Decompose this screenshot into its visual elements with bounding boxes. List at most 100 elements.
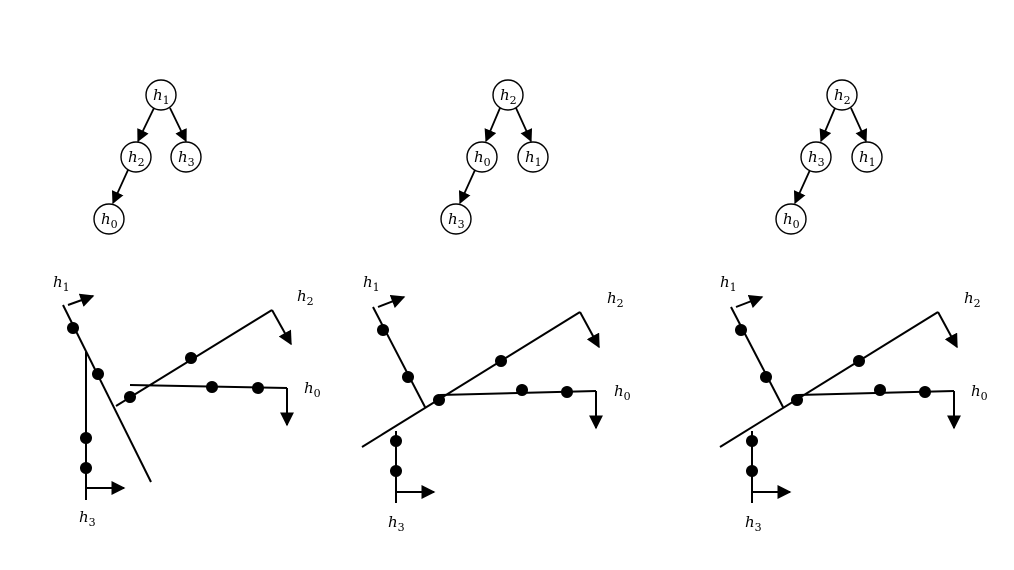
node-label: h xyxy=(178,148,188,166)
tree-1: h1 h2 h3 h0 xyxy=(93,79,202,235)
data-point xyxy=(252,382,264,394)
line-label-h1: h1 xyxy=(53,273,70,294)
node-label: h xyxy=(859,148,869,166)
tree-edge xyxy=(850,107,868,143)
normal-arrow-h1 xyxy=(735,294,764,309)
node-label: h xyxy=(128,148,138,166)
node-label: h xyxy=(808,148,818,166)
data-point xyxy=(377,324,389,336)
tree-node-right: h1 xyxy=(851,141,883,173)
normal-arrow-h1 xyxy=(377,294,406,309)
node-label: h xyxy=(153,86,163,104)
svg-text:h0: h0 xyxy=(101,210,118,231)
node-subscript: 0 xyxy=(793,218,800,231)
tree-edge xyxy=(484,107,501,143)
partition-2: h1 h2 h0 h3 xyxy=(361,273,631,534)
partition-3: h1 h2 h0 h3 xyxy=(719,273,988,534)
split-line-h1 xyxy=(372,306,426,408)
svg-text:h2: h2 xyxy=(500,86,517,107)
split-line-h1 xyxy=(62,304,152,483)
node-subscript: 1 xyxy=(869,156,876,169)
split-line-h2 xyxy=(361,311,581,448)
panel-1: h1 h2 h3 h0 xyxy=(53,79,321,529)
svg-text:h3: h3 xyxy=(448,210,465,231)
data-point xyxy=(185,352,197,364)
data-point xyxy=(402,371,414,383)
node-subscript: 1 xyxy=(535,156,542,169)
normal-arrow-h2 xyxy=(937,311,958,349)
node-subscript: 3 xyxy=(188,156,195,169)
tree-node-leaf: h3 xyxy=(440,203,472,235)
node-subscript: 2 xyxy=(844,94,851,107)
line-label-h3: h3 xyxy=(388,513,405,534)
data-point xyxy=(67,322,79,334)
tree-2: h2 h0 h1 h3 xyxy=(440,79,549,235)
line-label-h2: h2 xyxy=(607,289,624,310)
data-point xyxy=(206,381,218,393)
split-line-h1 xyxy=(730,306,784,408)
svg-text:h2: h2 xyxy=(834,86,851,107)
tree-edge xyxy=(458,169,476,205)
data-point xyxy=(516,384,528,396)
node-subscript: 0 xyxy=(111,218,118,231)
tree-edge xyxy=(111,169,129,205)
data-point xyxy=(853,355,865,367)
node-label: h xyxy=(500,86,510,104)
node-subscript: 3 xyxy=(458,218,465,231)
data-point xyxy=(124,391,136,403)
node-subscript: 2 xyxy=(138,156,145,169)
normal-arrow-h2 xyxy=(271,309,292,346)
data-point xyxy=(390,435,402,447)
line-label-h3: h3 xyxy=(745,513,762,534)
tree-edge xyxy=(793,169,811,205)
node-label: h xyxy=(834,86,844,104)
node-label: h xyxy=(783,210,793,228)
node-label: h xyxy=(448,210,458,228)
data-point xyxy=(760,371,772,383)
tree-node-root: h2 xyxy=(492,79,524,111)
panel-2: h2 h0 h1 h3 xyxy=(361,79,631,534)
node-label: h xyxy=(101,210,111,228)
node-subscript: 3 xyxy=(818,156,825,169)
data-point xyxy=(746,465,758,477)
data-point xyxy=(433,394,445,406)
tree-node-right: h3 xyxy=(170,141,202,173)
tree-node-right: h1 xyxy=(517,141,549,173)
data-point xyxy=(390,465,402,477)
data-point xyxy=(561,386,573,398)
line-label-h0: h0 xyxy=(304,379,321,400)
line-label-h2: h2 xyxy=(297,287,314,308)
tree-edge xyxy=(137,107,155,143)
svg-text:h0: h0 xyxy=(783,210,800,231)
svg-text:h2: h2 xyxy=(128,148,145,169)
svg-text:h1: h1 xyxy=(525,148,542,169)
line-label-h3: h3 xyxy=(79,508,96,529)
line-label-h2: h2 xyxy=(964,289,981,310)
node-label: h xyxy=(474,148,484,166)
tree-node-leaf: h0 xyxy=(775,203,807,235)
tree-node-leaf: h0 xyxy=(93,203,125,235)
tree-node-left: h3 xyxy=(800,141,832,173)
data-point xyxy=(80,432,92,444)
data-point xyxy=(746,435,758,447)
node-subscript: 1 xyxy=(163,94,170,107)
node-subscript: 2 xyxy=(510,94,517,107)
tree-node-left: h0 xyxy=(466,141,498,173)
data-point xyxy=(874,384,886,396)
data-point xyxy=(92,368,104,380)
partition-1: h1 h2 h0 h3 xyxy=(53,273,321,529)
data-point xyxy=(919,386,931,398)
data-point xyxy=(791,394,803,406)
line-label-h1: h1 xyxy=(720,273,737,294)
tree-node-root: h1 xyxy=(145,79,177,111)
svg-text:h0: h0 xyxy=(474,148,491,169)
svg-text:h1: h1 xyxy=(153,86,170,107)
data-point xyxy=(735,324,747,336)
data-point xyxy=(495,355,507,367)
line-label-h0: h0 xyxy=(971,382,988,403)
split-line-h2 xyxy=(719,311,939,448)
tree-edge xyxy=(819,107,836,143)
tree-edge xyxy=(169,107,187,143)
data-point xyxy=(80,462,92,474)
panel-3: h2 h3 h1 h0 xyxy=(719,79,988,534)
